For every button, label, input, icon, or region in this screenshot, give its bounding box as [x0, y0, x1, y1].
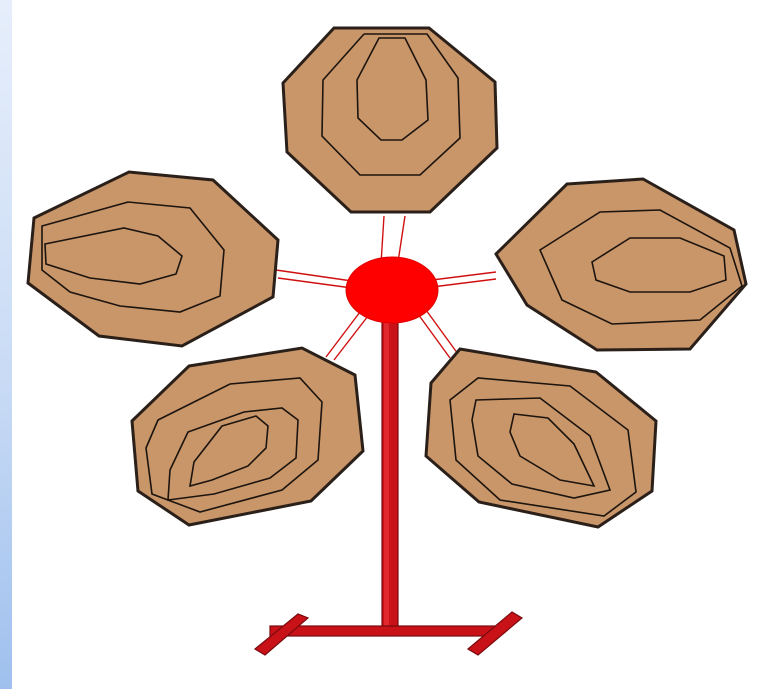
- stand-crossbar: [270, 626, 498, 636]
- panel-left: [28, 172, 278, 346]
- panel-lower-right: [426, 349, 656, 527]
- panel-top: [283, 28, 497, 212]
- panel-lower-left: [132, 348, 363, 525]
- hub-circle-icon: [346, 257, 438, 323]
- panel-right: [496, 179, 746, 350]
